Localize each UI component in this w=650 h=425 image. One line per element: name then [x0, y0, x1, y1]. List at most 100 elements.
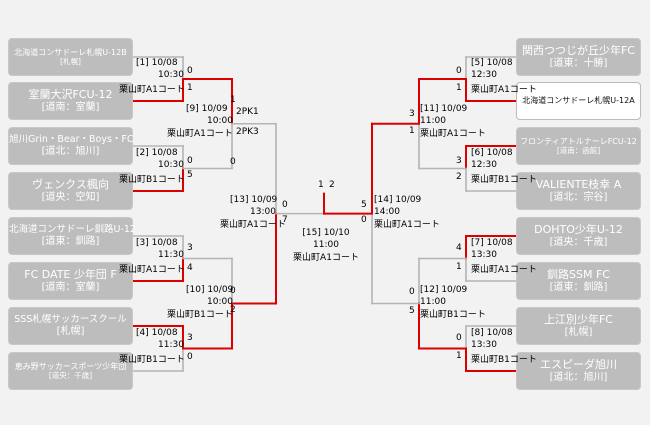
match-13-no: [13] 10/09 — [230, 195, 278, 205]
match-15-venue: 栗山町A1コート — [293, 253, 359, 263]
match-13-venue: 栗山町A1コート — [220, 220, 286, 230]
team-name-8: 恵み野サッカースポーツ少年団 — [14, 361, 127, 371]
pk-bottom: 2PK3 — [236, 127, 259, 137]
score-11a: 3 — [409, 109, 415, 119]
team-box-14[interactable]: 釧路SSM FC [道東：釧路] — [516, 262, 641, 300]
match-7-venue: 栗山町A1コート — [471, 265, 537, 275]
score-13a: 0 — [282, 200, 288, 210]
team-box-6[interactable]: FC DATE 少年団 F [道南：室蘭] — [8, 262, 133, 300]
team-area-14: [道東：釧路] — [549, 281, 608, 293]
match-7-time: 13:30 — [471, 250, 497, 260]
team-box-2[interactable]: 室蘭大沢FCU-12 [道南：室蘭] — [8, 82, 133, 120]
match-9-no: [9] 10/09 — [186, 104, 228, 114]
team-name-11: フロンティアトルナーレFCU-12 — [520, 136, 637, 146]
match-14-venue: 栗山町A1コート — [374, 220, 440, 230]
match-14-time: 14:00 — [374, 207, 400, 217]
match-6-no: [6] 10/08 — [471, 148, 513, 158]
match-1-time: 10:30 — [158, 70, 184, 80]
team-name-5: 北海道コンサドーレ釧路U-12 — [9, 224, 136, 236]
team-name-2: 室蘭大沢FCU-12 — [28, 88, 113, 102]
match-6-time: 12:30 — [471, 160, 497, 170]
team-box-10[interactable]: 北海道コンサドーレ札幌U-12A — [516, 82, 641, 120]
team-box-15[interactable]: 上江別少年FC [札幌] — [516, 307, 641, 345]
team-box-7[interactable]: SSS札幌サッカースクール [札幌] — [8, 307, 133, 345]
match-6-venue: 栗山町B1コート — [471, 175, 537, 185]
score-9a: 1 — [230, 95, 236, 105]
match-4-venue: 栗山町B1コート — [119, 355, 185, 365]
match-2-time: 10:30 — [158, 160, 184, 170]
score-10b: 2 — [230, 305, 236, 315]
match-15-no: [15] 10/10 — [302, 228, 350, 238]
score-8a: 0 — [456, 333, 462, 343]
team-area-15: [札幌] — [564, 326, 593, 338]
team-box-11[interactable]: フロンティアトルナーレFCU-12 [道南：函館] — [516, 127, 641, 165]
match-12-time: 11:00 — [420, 297, 446, 307]
score-5b: 1 — [456, 83, 462, 93]
team-name-9: 関西つつじが丘少年FC — [521, 44, 635, 58]
team-area-8: [道央：千歳] — [48, 371, 93, 381]
score-15b: 2 — [329, 180, 335, 190]
team-name-14: 釧路SSM FC — [547, 268, 610, 282]
match-5-no: [5] 10/08 — [471, 58, 513, 68]
score-12a: 0 — [409, 287, 415, 297]
team-name-1: 北海道コンサドーレ札幌U-12B — [14, 47, 127, 57]
match-11-time: 11:00 — [420, 116, 446, 126]
match-8-no: [8] 10/08 — [471, 328, 513, 338]
score-13b: 7 — [282, 215, 288, 225]
score-15a: 1 — [318, 180, 324, 190]
team-box-12[interactable]: VALIENTE枝幸 A [道北：宗谷] — [516, 172, 641, 210]
match-8-time: 13:30 — [471, 340, 497, 350]
match-1-venue: 栗山町A1コート — [119, 85, 185, 95]
score-2b: 5 — [187, 170, 193, 180]
score-10a: 0 — [230, 286, 236, 296]
team-area-12: [道北：宗谷] — [549, 191, 608, 203]
score-11b: 1 — [409, 126, 415, 136]
team-box-1[interactable]: 北海道コンサドーレ札幌U-12B [札幌] — [8, 38, 133, 76]
team-area-5: [道東：釧路] — [41, 235, 100, 247]
team-name-16: エスピーダ旭川 — [540, 358, 617, 372]
team-box-5[interactable]: 北海道コンサドーレ釧路U-12 [道東：釧路] — [8, 217, 136, 255]
team-name-10: 北海道コンサドーレ札幌U-12A — [522, 96, 635, 106]
team-name-3: 旭川Grin・Bear・Boys・FC — [9, 134, 134, 146]
team-area-13: [道央：千歳] — [549, 236, 608, 248]
team-name-13: DOHTO少年U-12 — [534, 223, 623, 237]
team-area-4: [道央：空知] — [41, 191, 100, 203]
team-area-11: [道南：函館] — [556, 146, 601, 156]
score-4a: 3 — [187, 333, 193, 343]
team-box-16[interactable]: エスピーダ旭川 [道北：旭川] — [516, 352, 641, 390]
team-name-4: ヴェンクス楓向 — [32, 178, 109, 192]
match-9-time: 10:00 — [207, 116, 233, 126]
match-12-no: [12] 10/09 — [420, 285, 468, 295]
team-box-8[interactable]: 恵み野サッカースポーツ少年団 [道央：千歳] — [8, 352, 133, 390]
match-15-time: 11:00 — [313, 240, 339, 250]
match-10-no: [10] 10/09 — [186, 285, 234, 295]
team-area-7: [札幌] — [56, 325, 85, 337]
match-13-time: 13:00 — [250, 207, 276, 217]
team-name-12: VALIENTE枝幸 A — [535, 178, 622, 192]
team-area-16: [道北：旭川] — [549, 371, 608, 383]
match-14-no: [14] 10/09 — [374, 195, 422, 205]
match-11-venue: 栗山町A1コート — [420, 129, 486, 139]
match-4-no: [4] 10/08 — [136, 328, 178, 338]
score-7b: 1 — [456, 262, 462, 272]
team-name-7: SSS札幌サッカースクール — [14, 314, 127, 326]
team-box-9[interactable]: 関西つつじが丘少年FC [道東：十勝] — [516, 38, 641, 76]
team-area-2: [道南：室蘭] — [41, 101, 100, 113]
match-7-no: [7] 10/08 — [471, 238, 513, 248]
score-14a: 5 — [361, 200, 367, 210]
score-1a: 0 — [187, 66, 193, 76]
pk-top: 2PK1 — [236, 107, 259, 117]
team-box-13[interactable]: DOHTO少年U-12 [道央：千歳] — [516, 217, 641, 255]
match-3-time: 11:30 — [158, 250, 184, 260]
team-area-9: [道東：十勝] — [549, 57, 608, 69]
match-3-venue: 栗山町A1コート — [119, 265, 185, 275]
team-area-3: [道北：旭川] — [41, 145, 100, 157]
team-box-3[interactable]: 旭川Grin・Bear・Boys・FC [道北：旭川] — [8, 127, 134, 165]
score-4b: 0 — [187, 352, 193, 362]
match-10-venue: 栗山町B1コート — [167, 310, 233, 320]
team-box-4[interactable]: ヴェンクス楓向 [道央：空知] — [8, 172, 133, 210]
score-8b: 1 — [456, 351, 462, 361]
match-5-time: 12:30 — [471, 70, 497, 80]
score-5a: 0 — [456, 66, 462, 76]
